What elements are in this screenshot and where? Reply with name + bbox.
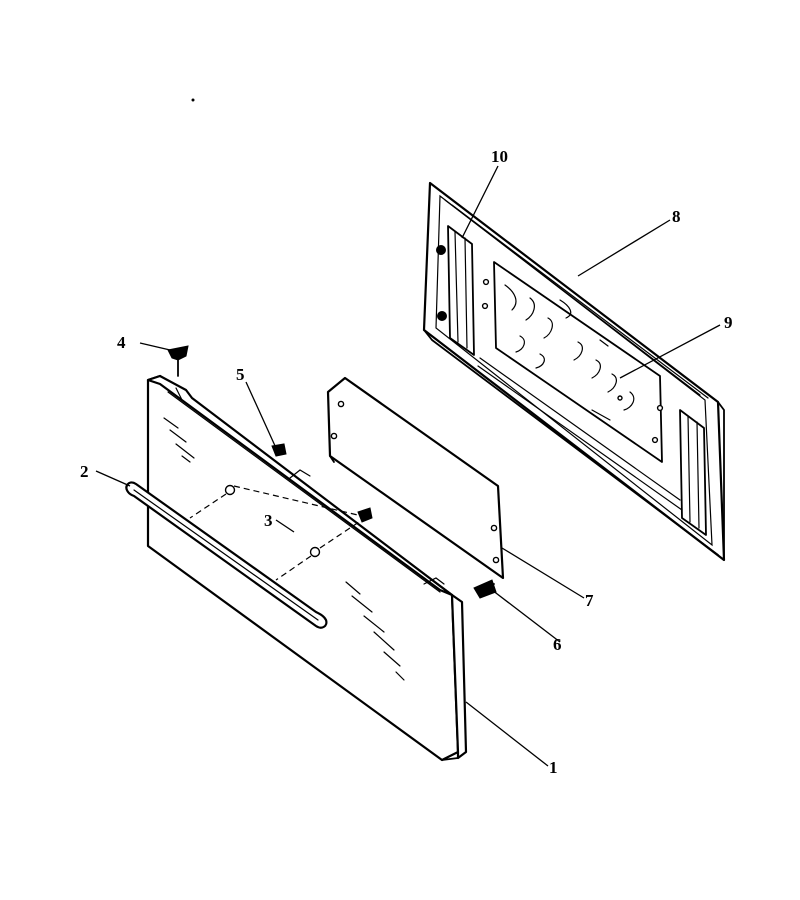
callout-3: 3: [264, 511, 273, 530]
callout-5: 5: [236, 365, 245, 384]
part-4-screw: [167, 345, 189, 377]
callout-8: 8: [672, 207, 681, 226]
callout-10: 10: [491, 147, 508, 166]
part-6-screw: [473, 579, 497, 599]
callout-6: 6: [553, 635, 562, 654]
scan-dot: [191, 98, 195, 102]
part-8-inner-door-frame: [422, 181, 726, 562]
callout-1: 1: [549, 758, 558, 777]
part-1-outer-door-panel: [146, 374, 468, 762]
part-3-handle-screws: [189, 484, 363, 581]
callout-4: 4: [117, 333, 126, 352]
part-2-door-handle: [125, 481, 328, 629]
part-9-window-glass: [504, 284, 635, 421]
callout-7: 7: [585, 591, 594, 610]
callout-labels: 1 2 3 4 5 6 7 8 9 10: [80, 147, 733, 777]
part-7-glass-panel: [326, 376, 505, 580]
rail-screw: [357, 507, 373, 523]
part-5-screw: [271, 443, 287, 457]
leader-lines: [95, 165, 721, 767]
callout-2: 2: [80, 462, 89, 481]
callout-9: 9: [724, 313, 733, 332]
